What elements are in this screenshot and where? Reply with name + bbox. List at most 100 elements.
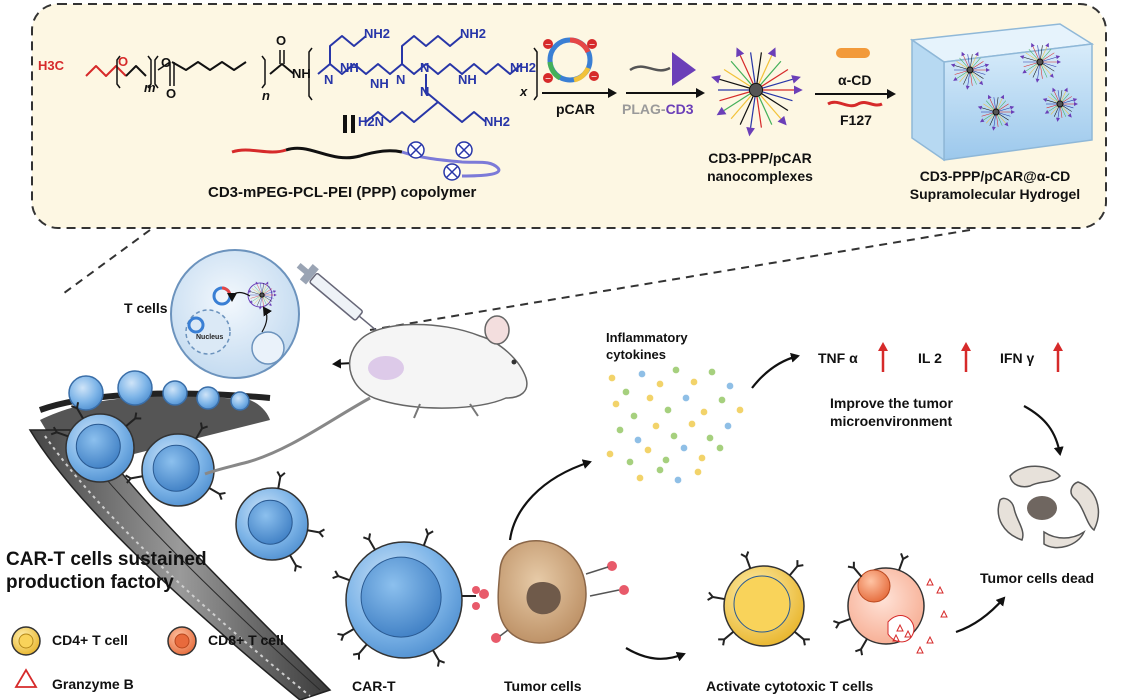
formula-n-3: N [420,60,430,75]
tumor-cells-label: Tumor cells [504,678,582,694]
formula-nh-3: NH [370,76,389,91]
hydrogel-nanocomplexes [950,42,1078,131]
cd3-ligand-icon [1031,42,1035,48]
plag-cd3-label: PLAG-CD3 [622,101,694,117]
cd3-ligand-icon [1011,110,1015,114]
svg-text:−: − [589,40,596,49]
activated-cells-icon [707,551,948,656]
plag-label: PLAG [622,101,661,117]
formula-nh2-b: NH2 [460,26,487,41]
cd3-ligand-icon [791,75,801,84]
tnf-label: TNF α [818,350,858,366]
callout-line-right [369,229,971,331]
cd3-ligand-icon [978,80,984,86]
formula-o-bottom: O [166,86,177,101]
cd3-ligand-icon [1067,113,1072,118]
cd3-ligand-icon [1055,55,1061,60]
granzyme-icon [936,585,944,594]
hydrogel-icon [909,23,1095,162]
f127-icon [827,100,883,108]
cd3-ligand-icon [1035,78,1040,83]
dead-tumor-icon [997,465,1100,549]
cd3-ligand-icon [274,293,277,297]
inflammatory-label-2: cytokines [606,347,666,362]
formula-o-left: O [118,54,129,69]
granzyme-icon [892,633,900,642]
svg-text:−: − [545,40,552,49]
synthesis-panel [31,3,1107,229]
cd3-ligand-icon [1022,69,1027,74]
formula-nh2-a: NH2 [364,26,391,41]
cd3-ligand-icon [991,126,996,131]
double-bar-icon-2 [351,115,355,133]
cd3-label: CD3 [665,101,694,117]
tcells-label: T cells [124,300,168,316]
formula-nh2-d: NH2 [484,114,511,129]
conveyor-cart-cells [50,402,325,572]
cytokine-arrow [508,459,592,541]
conveyor-small-cells [68,370,250,411]
svg-text:−: − [545,74,552,83]
formula-nh2-c: NH2 [510,60,537,75]
cd3-ligand-icon [711,75,721,84]
copolymer-label: CD3-mPEG-PCL-PEI (PPP) copolymer [208,184,477,201]
granzyme-icon [940,609,948,618]
cd3-ligand-icon [1074,102,1078,106]
cd3-ligand-icon [953,76,958,81]
hydrogel-label-2: Supramolecular Hydrogel [909,186,1081,202]
cd3-ligand-icon [965,85,970,90]
formula-n: n [262,88,270,103]
cd3-ligand-icon [716,106,727,116]
f127-label: F127 [840,112,872,128]
formula-n-2: N [396,72,406,87]
cd3-ligand-icon [950,63,956,68]
formula-o-top: O [161,55,172,70]
cart-label: CAR-T [352,678,396,694]
nanocomplex-icon [711,47,803,137]
cd3-ligand-icon [1044,109,1050,114]
activate-arrow [625,647,686,662]
cd3-ligand-icon [1056,117,1060,122]
cd3-ligand-icon [767,47,776,58]
factory-label-1: CAR-T cells sustained [6,549,207,570]
il2-label: IL 2 [918,350,942,366]
cd3-ligand-icon [1072,98,1078,102]
cd3-ligand-icon [987,94,992,100]
cd3-ligand-icon [1049,73,1054,78]
callout-line-left [59,229,151,297]
hydrogel-label-1: CD3-PPP/pCAR@α-CD [919,168,1071,184]
legend [11,626,197,688]
cd3-ligand-icon [249,300,253,304]
cd3-ligand-icon [1057,60,1061,64]
cd3-ligand-icon [974,51,979,57]
cd3-ligand-icon [1045,42,1049,48]
cd3-ligand-icon [258,306,262,310]
formula-o-carbamate: O [276,33,287,48]
cd4-legend-label: CD4+ T cell [52,632,128,648]
cd3-ligand-icon [1000,94,1005,100]
formula-x: x [520,84,528,99]
formula-n-4: N [420,84,430,99]
svg-text:−: − [591,72,598,81]
factory-label-2: production factory [6,572,174,593]
cd3-ligand-icon [736,47,745,58]
formula-n-1: N [324,72,334,87]
double-bar-icon [343,115,347,133]
cart-cell-icon [332,528,480,667]
cd3-ligand-icon [1009,105,1015,110]
improve-label-1: Improve the tumor [830,395,953,411]
dead-arrow [1023,405,1064,456]
granzyme-icon [904,629,912,638]
formula-nh-1: NH [340,60,359,75]
acd-icon [836,48,870,58]
plasmid-icon: − − − − [543,37,599,83]
activate-label: Activate cytotoxic T cells [706,678,874,694]
acd-label: α-CD [838,72,872,88]
granzyme-icon [896,623,904,632]
tumor-cell-icon [479,540,629,644]
nanocomplex-label-2: nanocomplexes [707,168,813,184]
cationic-charge-icon [407,141,473,181]
cytokine-dots [606,366,744,484]
